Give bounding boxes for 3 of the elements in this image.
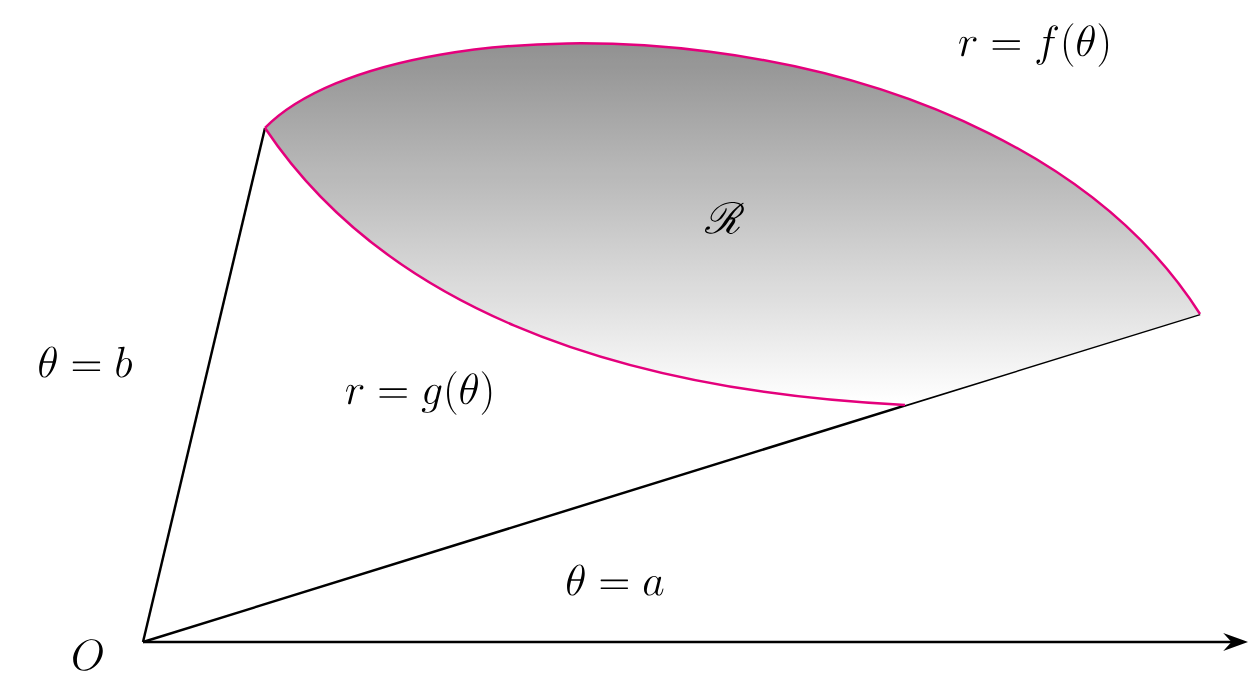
ray-label: $\theta = b$ <box>39 346 132 378</box>
origin-label: $O$ <box>73 639 103 671</box>
ray-label: $\theta = a$ <box>567 564 664 596</box>
